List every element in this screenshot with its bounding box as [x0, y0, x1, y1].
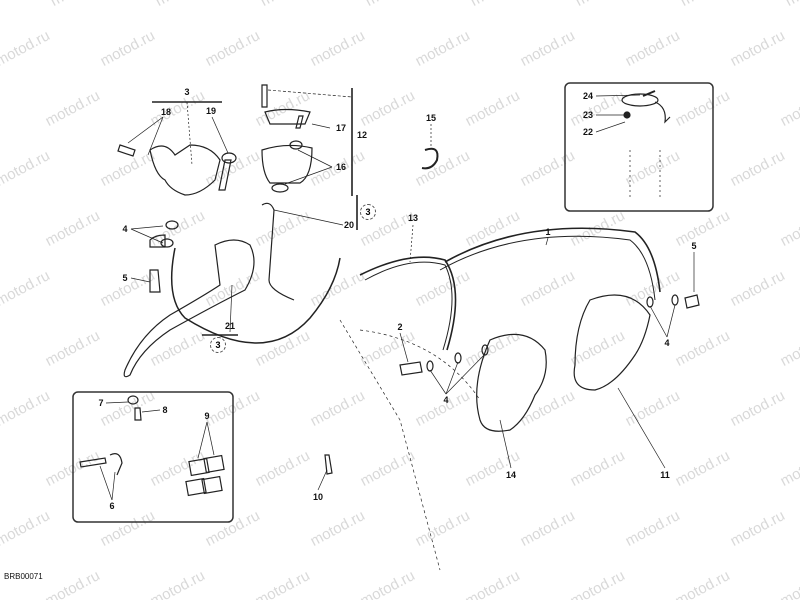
- caliper-right: [573, 294, 651, 391]
- part-label-10: 10: [312, 492, 324, 502]
- part-label-3: 3: [184, 87, 190, 97]
- part-label-23: 23: [582, 110, 594, 120]
- part-label-14: 14: [505, 470, 517, 480]
- part-label-5a: 5: [122, 273, 128, 283]
- part-label-15: 15: [425, 113, 437, 123]
- brake-lever: [123, 239, 255, 378]
- drawing-code: BRB00071: [4, 572, 43, 581]
- hose-clamp-inset: [564, 82, 714, 212]
- caliper-hardware-inset: [72, 391, 234, 523]
- part-label-20: 20: [343, 220, 355, 230]
- part-label-4c: 4: [664, 338, 670, 348]
- part-label-12: 12: [356, 130, 368, 140]
- part-label-24: 24: [582, 91, 594, 101]
- part-label-16: 16: [335, 162, 347, 172]
- part-label-1: 1: [545, 227, 551, 237]
- part-label-9: 9: [204, 411, 210, 421]
- part-label-21: 21: [224, 321, 236, 331]
- part-label-4a: 4: [122, 224, 128, 234]
- part-label-6: 6: [109, 501, 115, 511]
- part-label-13: 13: [407, 213, 419, 223]
- part-label-5b: 5: [691, 241, 697, 251]
- part-label-22: 22: [582, 127, 594, 137]
- part-label-4b: 4: [443, 395, 449, 405]
- part-label-18: 18: [160, 107, 172, 117]
- reference-circle: 3: [360, 204, 376, 220]
- part-label-17: 17: [335, 123, 347, 133]
- part-label-8: 8: [162, 405, 168, 415]
- part-label-11: 11: [660, 470, 670, 480]
- part-label-7: 7: [98, 398, 104, 408]
- part-label-2: 2: [397, 322, 403, 332]
- master-cylinder: [149, 144, 221, 196]
- part-label-19: 19: [205, 106, 217, 116]
- caliper-left: [476, 333, 547, 432]
- reference-circle: 3: [210, 337, 226, 353]
